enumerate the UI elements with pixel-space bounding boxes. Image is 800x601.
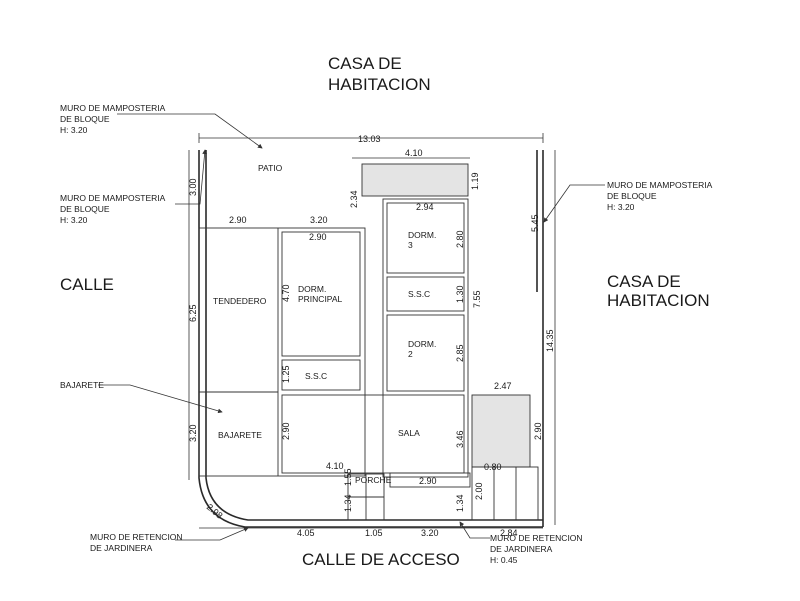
dim-410-top: 4.10 [405,148,423,158]
boundary-inner [205,150,543,521]
dim-545: 5.45 [530,214,540,232]
room-label-sala: SALA [398,428,420,438]
dim-290-a: 2.90 [229,215,247,225]
room-dorm3 [386,202,465,274]
dim-284: 2.84 [500,528,518,538]
note-retention-right-2: DE JARDINERA [490,544,553,554]
dim-294: 2.94 [416,202,434,212]
gravel-right [471,394,531,468]
dim-1435: 14.35 [545,329,555,352]
dim-625: 6.25 [188,304,198,322]
dim-290-b: 2.90 [309,232,327,242]
dim-410-bot: 4.10 [326,461,344,471]
room-label-dorm2-1: DORM. [408,339,436,349]
room-label-dorm2-2: 2 [408,349,413,359]
note-wall-top-left-3: H: 3.20 [60,125,88,135]
room-label-patio: PATIO [258,163,283,173]
room-label-bajarete: BAJARETE [218,430,262,440]
dim-346: 3.46 [455,430,465,448]
dim-119: 1.19 [470,172,480,190]
label-right-line2: HABITACION [607,291,710,310]
leader-wall-top-left [117,113,263,149]
note-wall-right-3: H: 3.20 [607,202,635,212]
room-label-dorm-principal-2: PRINCIPAL [298,294,343,304]
leader-retention-left [175,527,249,541]
room-label-ssc-right: S.S.C [408,289,430,299]
leader-wall-right [543,184,605,223]
label-right-line1: CASA DE [607,272,681,291]
dim-320-c: 3.20 [421,528,439,538]
dim-247: 2.47 [494,381,512,391]
note-wall-top-left-1: MURO DE MAMPOSTERIA [60,103,166,113]
label-top-line1: CASA DE [328,54,402,73]
dim-290-c: 2.90 [281,422,291,440]
note-wall-top-left-2: DE BLOQUE [60,114,110,124]
room-ssc-left [281,359,361,391]
dim-134-a: 1.34 [343,494,353,512]
room-label-tendedero: TENDEDERO [213,296,267,306]
dim-320-b: 3.20 [188,424,198,442]
note-wall-mid-left-2: DE BLOQUE [60,204,110,214]
room-label-porche: PORCHE [355,475,392,485]
house-right-block [382,198,469,478]
dim-300: 3.00 [188,178,198,196]
jardinera-right [471,466,539,521]
room-dorm2 [386,314,465,392]
room-label-dorm3-1: DORM. [408,230,436,240]
dim-405: 4.05 [297,528,315,538]
note-wall-mid-left-3: H: 3.20 [60,215,88,225]
dim-290-d: 2.90 [533,422,543,440]
dim-290-e: 2.90 [419,476,437,486]
leader-retention-right [459,521,490,539]
dim-234: 2.34 [349,190,359,208]
label-left: CALLE [60,275,114,294]
leader-bajarete [98,384,223,414]
porch-strip [389,472,471,488]
room-label-ssc-left: S.S.C [305,371,327,381]
room-sala [281,394,465,474]
room-ssc-right [386,276,465,312]
house-left-block [198,227,366,477]
room-dorm-principal [281,231,361,357]
note-bajarete: BAJARETE [60,380,104,390]
room-label-dorm3-2: 3 [408,240,413,250]
dim-125: 1.25 [281,365,291,383]
dim-155: 1.55 [343,468,353,486]
gravel-top [361,163,469,197]
dim-134-b: 1.34 [455,494,465,512]
label-top-line2: HABITACION [328,75,431,94]
dim-755: 7.55 [472,290,482,308]
note-wall-mid-left-1: MURO DE MAMPOSTERIA [60,193,166,203]
dim-285: 2.85 [455,344,465,362]
room-label-dorm-principal-1: DORM. [298,284,326,294]
dim-470: 4.70 [281,284,291,302]
dim-320-a: 3.20 [310,215,328,225]
note-wall-right-2: DE BLOQUE [607,191,657,201]
dim-280: 2.80 [455,230,465,248]
note-wall-right-1: MURO DE MAMPOSTERIA [607,180,713,190]
dim-200: 2.00 [474,482,484,500]
label-bottom: CALLE DE ACCESO [302,550,460,569]
note-retention-left-2: DE JARDINERA [90,543,153,553]
note-retention-right-1: MURO DE RETENCION [490,533,583,543]
note-retention-left-1: MURO DE RETENCION [90,532,183,542]
dim-105: 1.05 [365,528,383,538]
dim-top-total: 13.03 [358,134,381,144]
boundary-left-bottom [198,150,543,528]
leader-wall-mid-left [175,149,208,205]
note-retention-right-3: H: 0.45 [490,555,518,565]
dim-130: 1.30 [455,285,465,303]
dim-080: 0.80 [484,462,502,472]
